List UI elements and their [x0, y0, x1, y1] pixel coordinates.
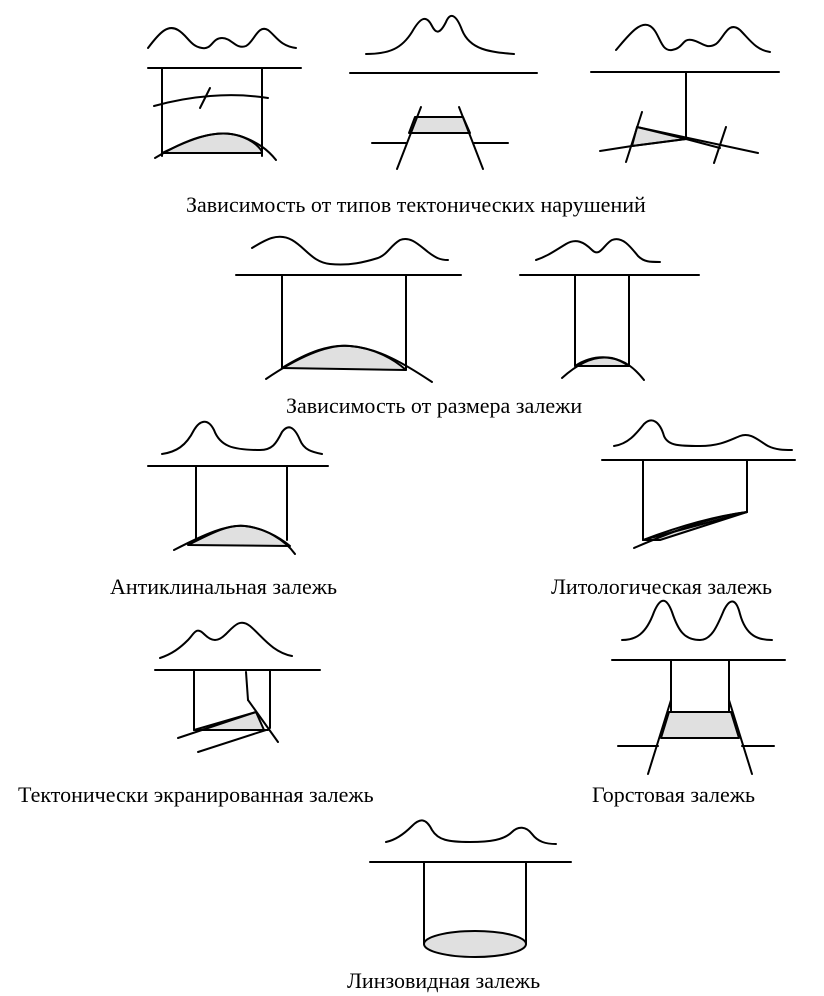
bed-lower [197, 729, 267, 753]
fault-main [247, 699, 279, 743]
deposit-area [161, 132, 263, 154]
bed-lower [642, 511, 748, 541]
caption-horst: Горстовая залежь [592, 782, 755, 807]
diagram-lenticular [369, 819, 572, 958]
caption-tectonic-types: Зависимость от типов тектонических наруш… [186, 192, 646, 217]
bed-curve [173, 524, 296, 555]
lens-deposit [423, 930, 527, 958]
fault-right [458, 106, 484, 170]
bed-lower [599, 145, 633, 152]
anomaly-curve [161, 420, 323, 455]
anomaly-curve [613, 419, 793, 451]
diagram-anticlinal [147, 420, 329, 555]
diagram-tectonic-screened [154, 621, 321, 753]
diagram-lithological [601, 419, 796, 549]
caption-lithological: Литологическая залежь [551, 574, 773, 599]
caption-tectonic-screened: Тектонически экранированная залежь [18, 782, 374, 807]
bed-curve [561, 356, 645, 381]
anomaly-curve [621, 599, 773, 641]
anomaly-curve [365, 14, 515, 55]
anomaly-curve [251, 235, 449, 266]
fault-left [647, 699, 672, 775]
caption-deposit-size: Зависимость от размера залежи [286, 393, 583, 418]
diagram-tectonic-type-3 [590, 23, 780, 164]
bed-upper [177, 711, 257, 739]
anomaly-curve [535, 238, 661, 263]
bed-upper [636, 126, 759, 154]
bed-lower-right [685, 138, 721, 149]
caption-lenticular: Линзовидная залежь [347, 968, 541, 993]
fault-left [625, 111, 643, 163]
diagram-tectonic-type-2 [349, 14, 538, 170]
anomaly-curve [159, 621, 293, 659]
diagram-horst [611, 599, 786, 775]
bed-curve [265, 344, 433, 383]
caption-anticlinal: Антиклинальная залежь [110, 574, 338, 599]
fault-tick [199, 87, 211, 109]
bed-upper [633, 511, 748, 549]
anomaly-curve [147, 27, 297, 50]
fault-short [245, 671, 249, 701]
fault-curve [153, 94, 269, 107]
anomaly-curve [615, 23, 771, 53]
fault-left [396, 106, 422, 170]
bed-lower-mid [631, 138, 687, 147]
anomaly-curve [385, 819, 557, 845]
deposit-area [660, 711, 740, 739]
diagram-size-large [235, 235, 462, 383]
diagram-size-small [519, 238, 700, 381]
bed-curve [154, 132, 277, 161]
fault-right [728, 699, 753, 775]
diagram-tectonic-type-1 [147, 27, 302, 161]
deposit-area [408, 116, 471, 134]
